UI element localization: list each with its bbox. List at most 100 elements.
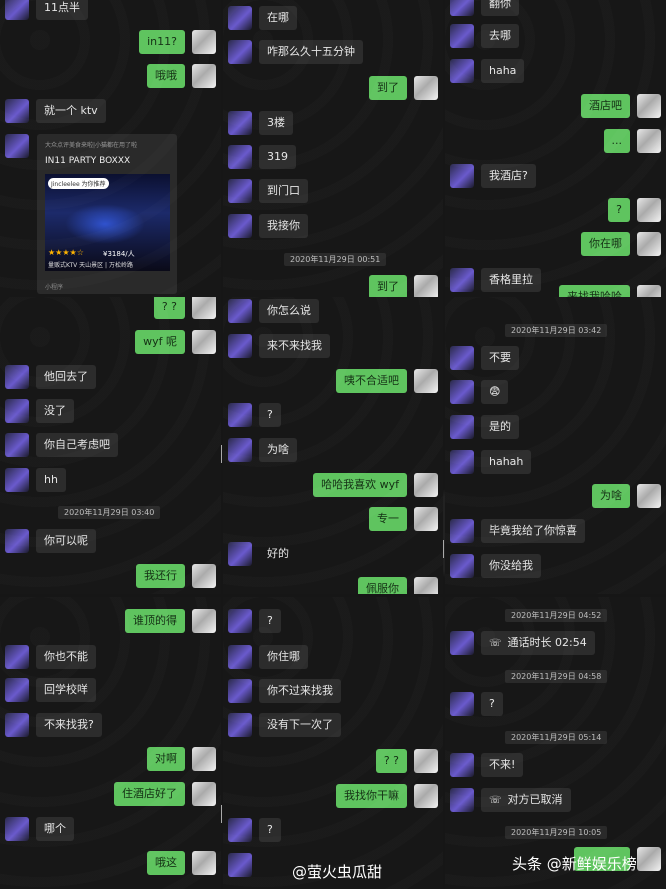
- avatar[interactable]: [637, 285, 661, 297]
- avatar[interactable]: [450, 0, 474, 16]
- message-bubble[interactable]: ?: [259, 609, 281, 633]
- avatar[interactable]: [414, 507, 438, 531]
- message-bubble[interactable]: 是的: [481, 415, 519, 439]
- message-bubble[interactable]: 就一个 ktv: [36, 99, 106, 123]
- message-bubble[interactable]: 319: [259, 145, 296, 169]
- avatar[interactable]: [228, 679, 252, 703]
- avatar[interactable]: [637, 94, 661, 118]
- avatar[interactable]: [5, 678, 29, 702]
- message-bubble[interactable]: ...: [603, 129, 630, 153]
- message-bubble[interactable]: ?: [608, 198, 630, 222]
- message-bubble[interactable]: 住酒店好了: [114, 782, 185, 806]
- message-bubble[interactable]: 来找我哈哈: [559, 285, 630, 297]
- message-bubble[interactable]: 没了: [36, 399, 74, 423]
- avatar[interactable]: [228, 853, 252, 877]
- message-bubble[interactable]: 不要: [481, 346, 519, 370]
- message-bubble[interactable]: in11?: [139, 30, 185, 54]
- message-bubble[interactable]: 你自己考虑吧: [36, 433, 118, 457]
- message-bubble[interactable]: 酒店吧: [581, 94, 630, 118]
- avatar[interactable]: [5, 529, 29, 553]
- avatar[interactable]: [450, 692, 474, 716]
- avatar[interactable]: [5, 468, 29, 492]
- avatar[interactable]: [637, 847, 661, 871]
- message-bubble[interactable]: 为啥: [259, 438, 297, 462]
- message-bubble[interactable]: haha: [481, 59, 525, 83]
- avatar[interactable]: [637, 484, 661, 508]
- avatar[interactable]: [637, 198, 661, 222]
- avatar[interactable]: [228, 818, 252, 842]
- avatar[interactable]: [228, 713, 252, 737]
- avatar[interactable]: [637, 232, 661, 256]
- message-bubble[interactable]: [574, 847, 630, 871]
- avatar[interactable]: [228, 111, 252, 135]
- avatar[interactable]: [450, 753, 474, 777]
- avatar[interactable]: [450, 380, 474, 404]
- message-bubble[interactable]: 佩服你: [358, 577, 407, 594]
- avatar[interactable]: [450, 164, 474, 188]
- message-bubble[interactable]: 我接你: [259, 214, 308, 238]
- message-bubble[interactable]: 为啥: [592, 484, 630, 508]
- message-bubble[interactable]: 你住哪: [259, 645, 308, 669]
- avatar[interactable]: [450, 268, 474, 292]
- message-bubble[interactable]: 对啊: [147, 747, 185, 771]
- avatar[interactable]: [5, 134, 29, 158]
- avatar[interactable]: [637, 129, 661, 153]
- avatar[interactable]: [5, 0, 29, 20]
- avatar[interactable]: [228, 214, 252, 238]
- avatar[interactable]: [192, 64, 216, 88]
- message-bubble[interactable]: 毕竟我给了你惊喜: [481, 519, 585, 543]
- avatar[interactable]: [5, 817, 29, 841]
- message-bubble[interactable]: wyf 呢: [135, 330, 185, 354]
- avatar[interactable]: [192, 297, 216, 319]
- message-bubble[interactable]: 专一: [369, 507, 407, 531]
- message-bubble[interactable]: 你没给我: [481, 554, 541, 578]
- avatar[interactable]: [450, 346, 474, 370]
- avatar[interactable]: [414, 784, 438, 808]
- message-bubble[interactable]: 3楼: [259, 111, 293, 135]
- mini-program-card[interactable]: 大众点评美食来啦|小猫都在用了啦 IN11 PARTY BOXXX Jincle…: [37, 134, 177, 294]
- message-bubble[interactable]: 不来!: [481, 753, 524, 777]
- avatar[interactable]: [450, 554, 474, 578]
- avatar[interactable]: [450, 519, 474, 543]
- message-bubble[interactable]: ?: [259, 818, 281, 842]
- avatar[interactable]: [450, 59, 474, 83]
- avatar[interactable]: [228, 438, 252, 462]
- avatar[interactable]: [228, 6, 252, 30]
- avatar[interactable]: [5, 713, 29, 737]
- avatar[interactable]: [192, 782, 216, 806]
- message-bubble[interactable]: 回学校咩: [36, 678, 96, 702]
- message-bubble[interactable]: ? ?: [153, 297, 185, 319]
- avatar[interactable]: [5, 365, 29, 389]
- avatar[interactable]: [414, 749, 438, 773]
- avatar[interactable]: [228, 609, 252, 633]
- avatar[interactable]: [192, 30, 216, 54]
- avatar[interactable]: [414, 369, 438, 393]
- message-bubble[interactable]: 不来找我?: [36, 713, 102, 737]
- message-bubble[interactable]: 我找你干嘛: [336, 784, 407, 808]
- avatar[interactable]: [450, 631, 474, 655]
- message-bubble[interactable]: 我还行: [136, 564, 185, 588]
- avatar[interactable]: [192, 330, 216, 354]
- message-bubble[interactable]: hahah: [481, 450, 532, 474]
- message-bubble[interactable]: 你也不能: [36, 645, 96, 669]
- avatar[interactable]: [450, 24, 474, 48]
- avatar[interactable]: [192, 747, 216, 771]
- message-bubble[interactable]: 咦不合适吧: [336, 369, 407, 393]
- message-bubble[interactable]: 😨: [481, 380, 509, 404]
- message-bubble[interactable]: 我酒店?: [481, 164, 536, 188]
- message-bubble[interactable]: 来不来找我: [259, 334, 330, 358]
- message-bubble[interactable]: ? ?: [375, 749, 407, 773]
- avatar[interactable]: [5, 99, 29, 123]
- message-bubble[interactable]: 你在哪: [581, 232, 630, 256]
- avatar[interactable]: [450, 415, 474, 439]
- message-bubble[interactable]: 在哪: [259, 6, 297, 30]
- message-bubble[interactable]: 香格里拉: [481, 268, 541, 292]
- message-bubble[interactable]: 翻你: [481, 0, 519, 16]
- avatar[interactable]: [228, 542, 252, 566]
- message-bubble[interactable]: 到了: [369, 275, 407, 297]
- avatar[interactable]: [192, 851, 216, 875]
- avatar[interactable]: [228, 145, 252, 169]
- message-bubble[interactable]: ?: [259, 403, 281, 427]
- avatar[interactable]: [228, 334, 252, 358]
- message-bubble[interactable]: 你怎么说: [259, 299, 319, 323]
